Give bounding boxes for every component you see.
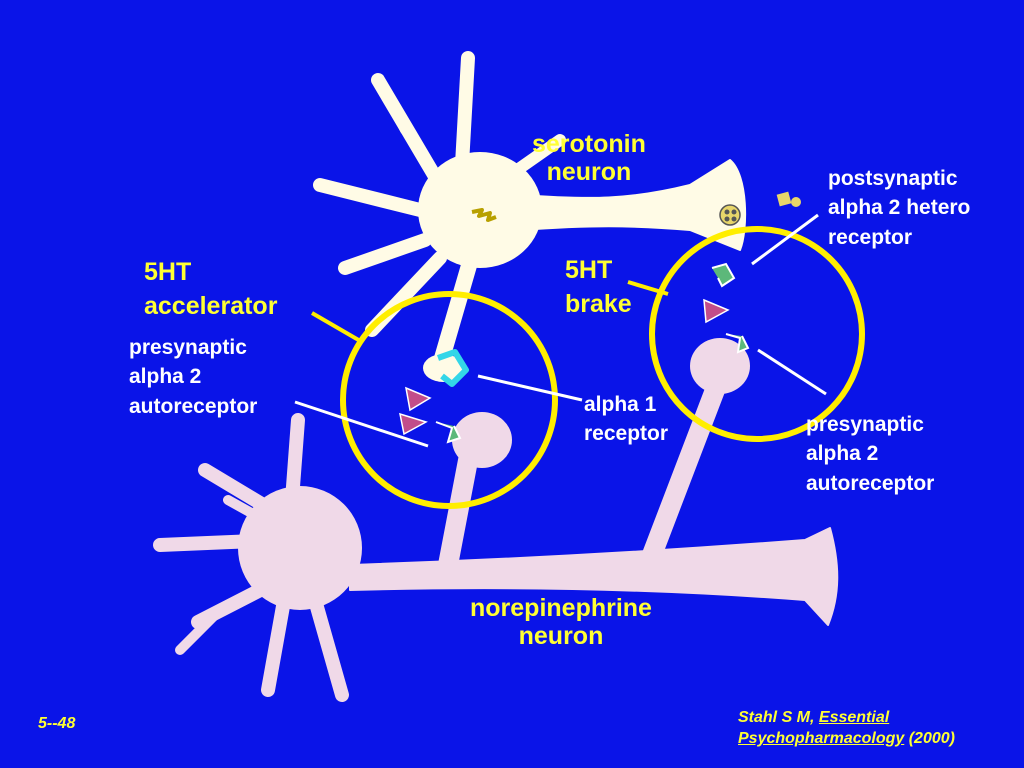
vesicle-icon	[719, 204, 741, 226]
accelerator-label: 5HT accelerator	[144, 256, 277, 324]
alpha2-hetero-receptor	[711, 262, 736, 288]
serotonin-neuron	[313, 51, 747, 382]
alpha1-label-line: receptor	[584, 422, 669, 446]
slide-number: 5--48	[38, 715, 76, 732]
presynaptic-right-pointer	[757, 348, 827, 396]
presynaptic-left-label-line: presynaptic	[129, 336, 247, 359]
citation-title-link[interactable]: Essential	[818, 709, 890, 726]
serotonin-neuron-label-line: serotonin	[532, 130, 646, 158]
citation-line-2: Psychopharmacology (2000)	[738, 729, 955, 750]
citation-year: (2000)	[904, 729, 955, 747]
brake-pointer	[627, 280, 669, 296]
postsynaptic-hetero-label-line: receptor	[828, 225, 913, 249]
citation-title-link-2[interactable]: Psychopharmacology	[738, 729, 905, 747]
presynaptic-left-pointer	[294, 400, 429, 448]
serotonin-molecule-icon	[776, 191, 801, 207]
brake-label-line: brake	[565, 289, 632, 318]
pink-ligand-left-2	[399, 412, 428, 436]
postsynaptic-hetero-label-line: alpha 2 hetero	[828, 196, 971, 220]
brake-circle	[649, 226, 865, 442]
accelerator-label-line: accelerator	[144, 291, 278, 320]
citation: Stahl S M, Essential Psychopharmacology …	[738, 708, 955, 750]
presynaptic-right-label-line: autoreceptor	[806, 471, 935, 495]
postsynaptic-hetero-label: postsynaptic alpha 2 hetero receptor	[828, 164, 970, 252]
presynaptic-right-label-line: presynaptic	[806, 413, 924, 436]
alpha2-autoreceptor-right	[725, 333, 750, 354]
accelerator-label-line: 5HT	[144, 258, 192, 286]
presynaptic-left-label-line: autoreceptor	[129, 394, 258, 418]
serotonin-neuron-label-line: neuron	[546, 158, 632, 186]
presynaptic-right-label-line: alpha 2	[806, 442, 879, 466]
presynaptic-left-label: presynaptic alpha 2 autoreceptor	[129, 333, 257, 421]
accelerator-circle	[340, 291, 558, 509]
brake-label-line: 5HT	[565, 256, 613, 284]
norepinephrine-neuron-label-line: neuron	[518, 622, 604, 650]
norepinephrine-neuron-label: norepinephrine neuron	[470, 594, 652, 650]
brake-label: 5HT brake	[565, 254, 632, 322]
norepinephrine-neuron-label-line: norepinephrine	[470, 594, 652, 622]
postsynaptic-hetero-label-line: postsynaptic	[828, 167, 958, 190]
alpha2-autoreceptor-left	[435, 421, 462, 444]
citation-author: Stahl S M,	[738, 709, 819, 726]
alpha1-label: alpha 1 receptor	[584, 390, 668, 449]
norepinephrine-neuron	[153, 338, 839, 702]
citation-line-1: Stahl S M, Essential	[738, 708, 955, 729]
pink-ligand-left-1	[405, 386, 432, 412]
hetero-pointer	[751, 213, 819, 266]
alpha1-pointer	[477, 374, 583, 402]
accelerator-pointer	[310, 311, 364, 344]
alpha1-label-line: alpha 1	[584, 393, 657, 416]
alpha1-receptor	[437, 349, 469, 387]
presynaptic-right-label: presynaptic alpha 2 autoreceptor	[806, 410, 934, 498]
presynaptic-left-label-line: alpha 2	[129, 365, 202, 389]
serotonin-neuron-label: serotonin neuron	[532, 130, 646, 186]
lightning-icon	[471, 208, 497, 222]
pink-ligand-right	[703, 298, 730, 324]
